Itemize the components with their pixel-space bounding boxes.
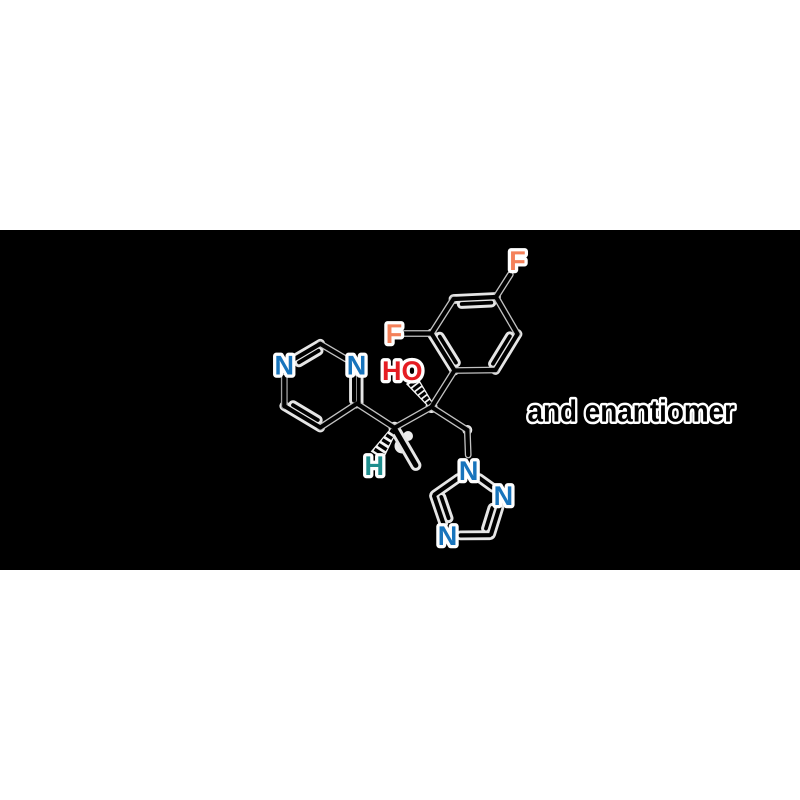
svg-text:F: F (386, 319, 403, 349)
svg-text:N: N (438, 521, 458, 551)
svg-text:H: H (364, 451, 384, 481)
svg-text:F: F (509, 246, 526, 276)
svg-text:N: N (347, 351, 367, 381)
svg-text:N: N (459, 456, 479, 486)
svg-text:N: N (494, 481, 514, 511)
svg-text:N: N (275, 351, 295, 381)
svg-text:and enantiomer: and enantiomer (528, 394, 736, 428)
svg-text:HO: HO (382, 356, 423, 386)
